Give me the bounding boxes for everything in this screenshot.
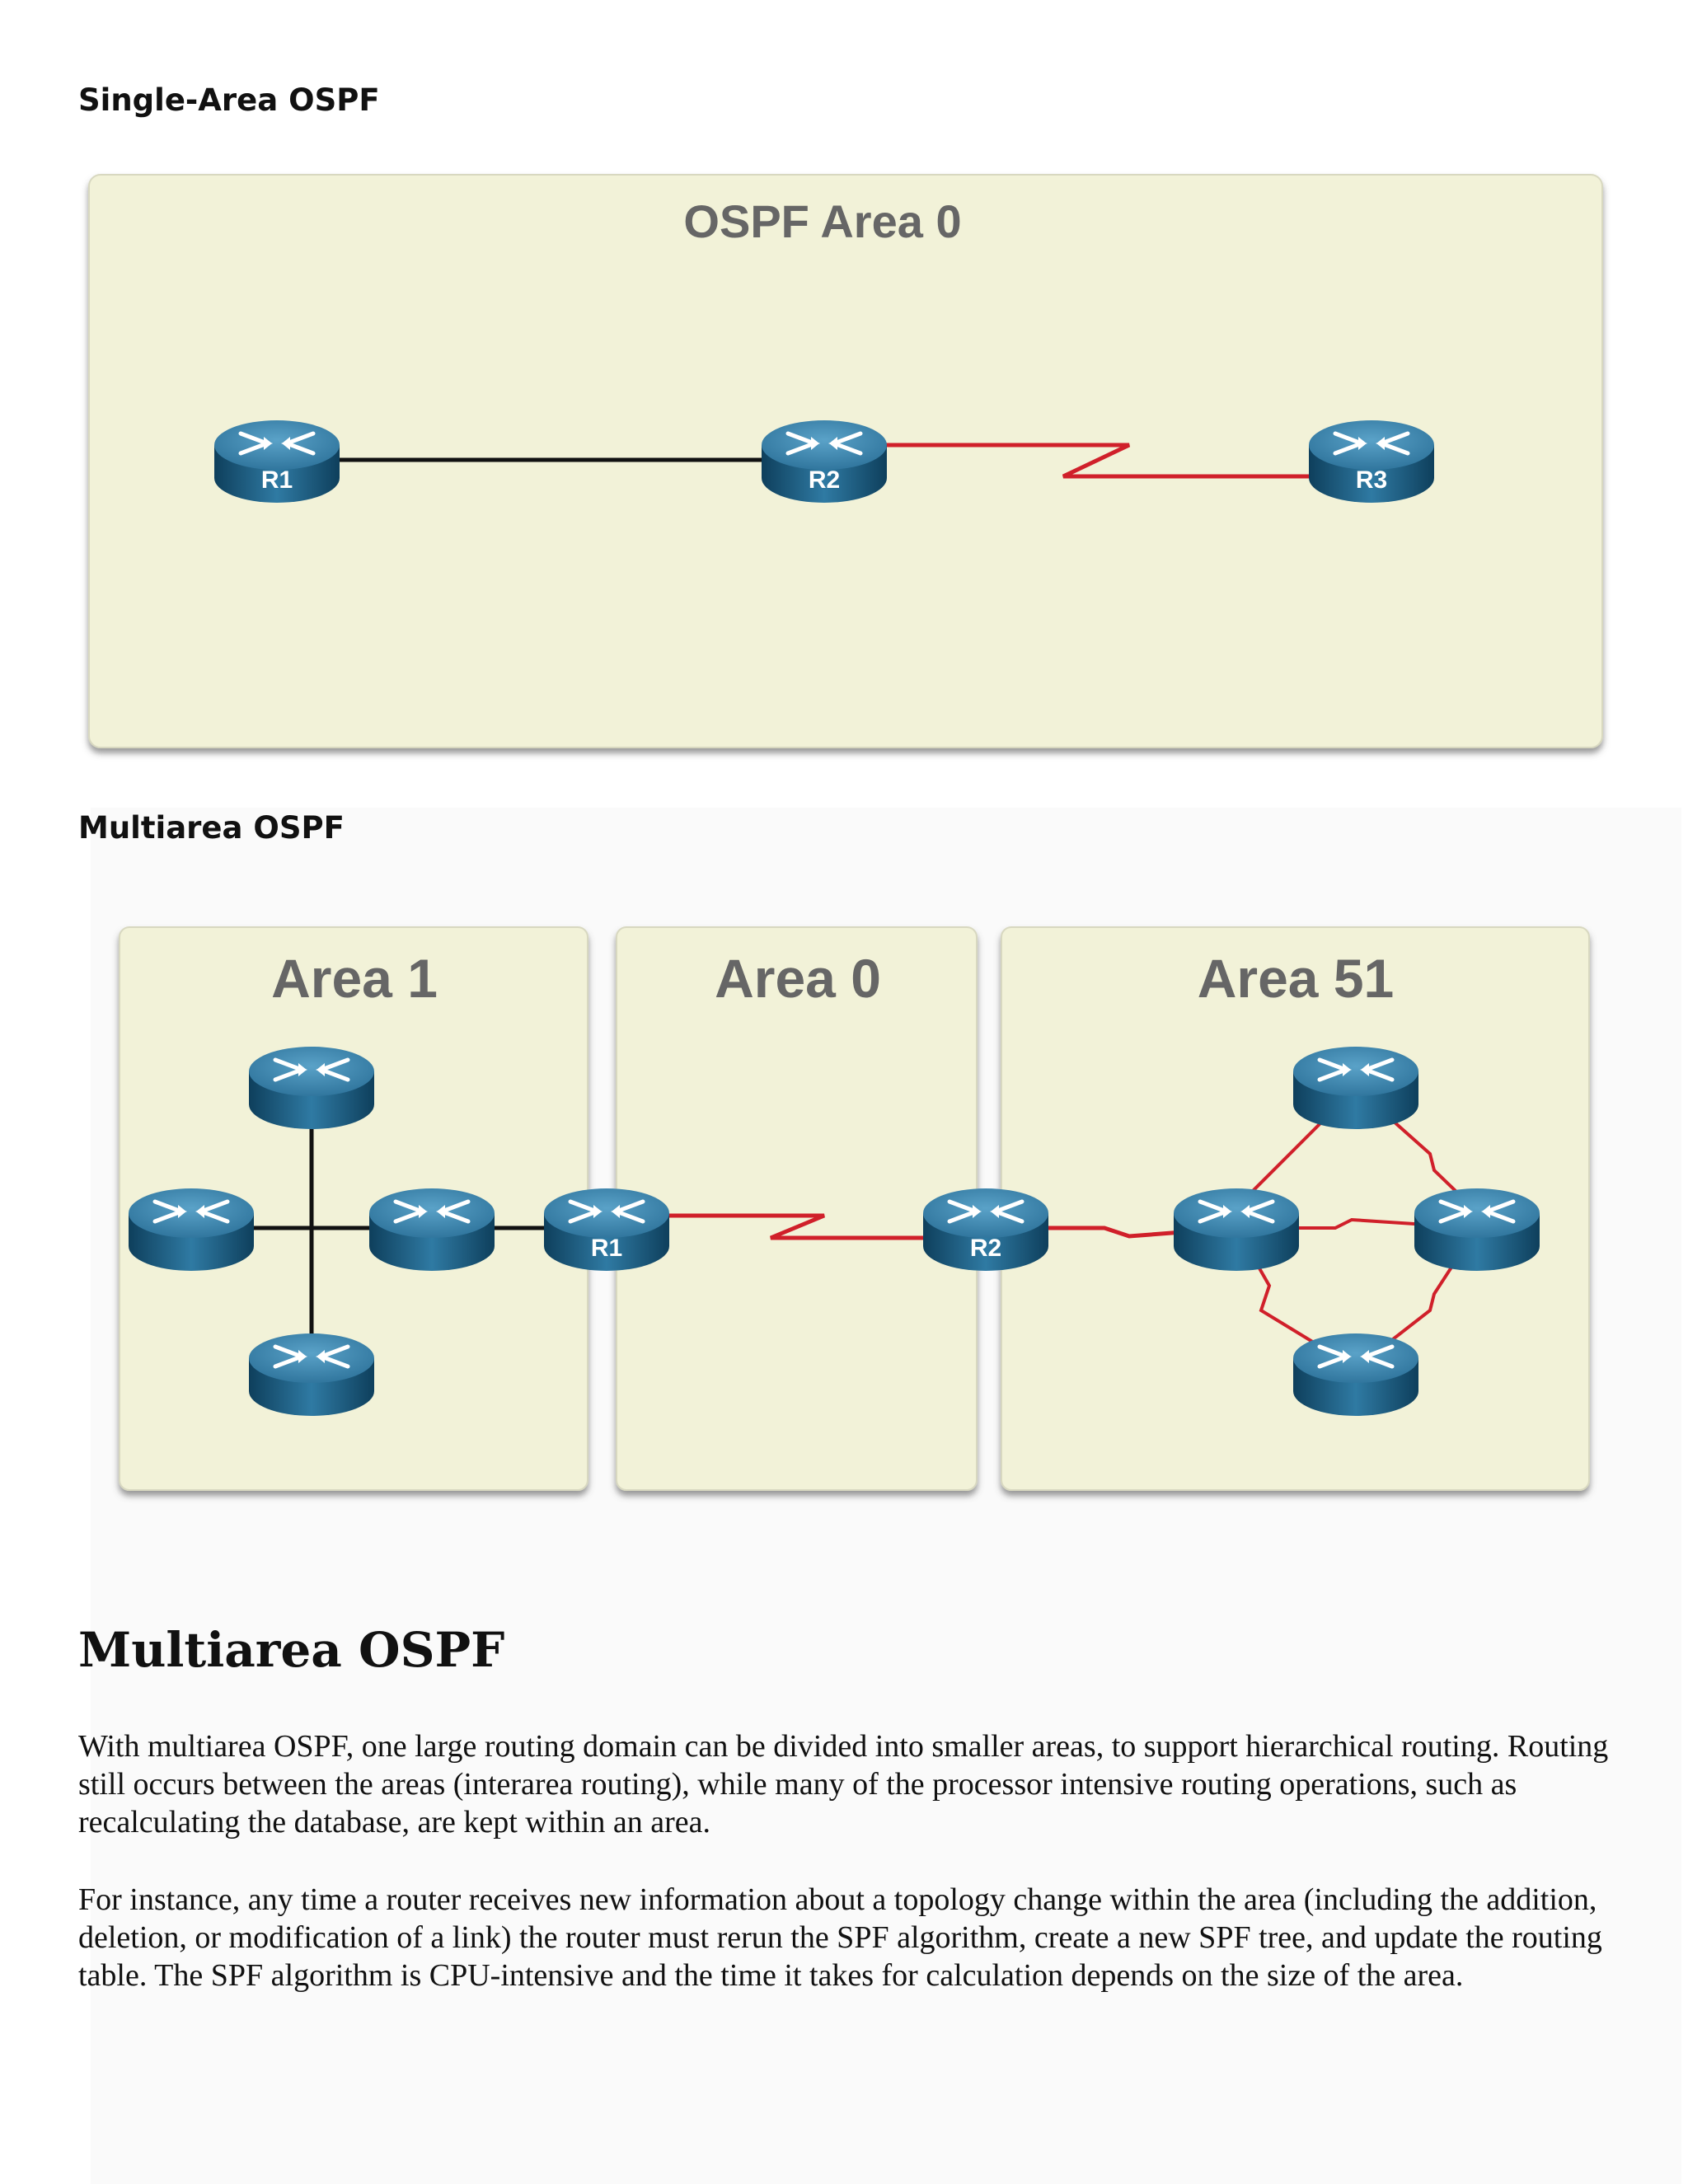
router-r2-abr-label: R2 — [970, 1235, 1001, 1262]
serial-link-r2-r3 — [824, 443, 1368, 479]
area-0-backbone-box — [616, 926, 978, 1491]
router-area51-right — [1414, 1188, 1540, 1271]
router-r2-abr: R2 — [923, 1188, 1048, 1271]
router-r2-label: R2 — [809, 466, 840, 494]
serial-link-r1-r2 — [607, 1213, 986, 1240]
ospf-diagrams: OSPF Area 0 R1 R2 R3 Area 1 Area 0 Area … — [88, 174, 1603, 1491]
router-r1: R1 — [214, 420, 340, 503]
router-area1-left — [129, 1188, 254, 1271]
document-title: Multiarea OSPF — [78, 1622, 505, 1678]
router-r1-abr-label: R1 — [591, 1235, 622, 1262]
area-0-backbone-title: Area 0 — [715, 948, 881, 1009]
router-r3-label: R3 — [1356, 466, 1387, 494]
area-1-title: Area 1 — [271, 948, 438, 1009]
router-area51-left — [1174, 1188, 1299, 1271]
single-area-heading: Single-Area OSPF — [78, 82, 380, 118]
router-area51-top — [1293, 1047, 1418, 1129]
paragraph-2: For instance, any time a router receives… — [78, 1882, 1602, 1993]
router-area1-bottom — [249, 1333, 374, 1416]
router-r1-label: R1 — [261, 466, 293, 494]
paragraph-1: With multiarea OSPF, one large routing d… — [78, 1729, 1609, 1840]
router-r2: R2 — [762, 420, 887, 503]
router-area1-center — [369, 1188, 495, 1271]
router-r3: R3 — [1309, 420, 1434, 503]
router-area51-bottom — [1293, 1333, 1418, 1416]
area-0-title: OSPF Area 0 — [683, 195, 961, 247]
router-r1-abr: R1 — [544, 1188, 669, 1271]
area-51-title: Area 51 — [1198, 948, 1395, 1009]
router-area1-top — [249, 1047, 374, 1129]
multiarea-heading: Multiarea OSPF — [78, 810, 345, 846]
